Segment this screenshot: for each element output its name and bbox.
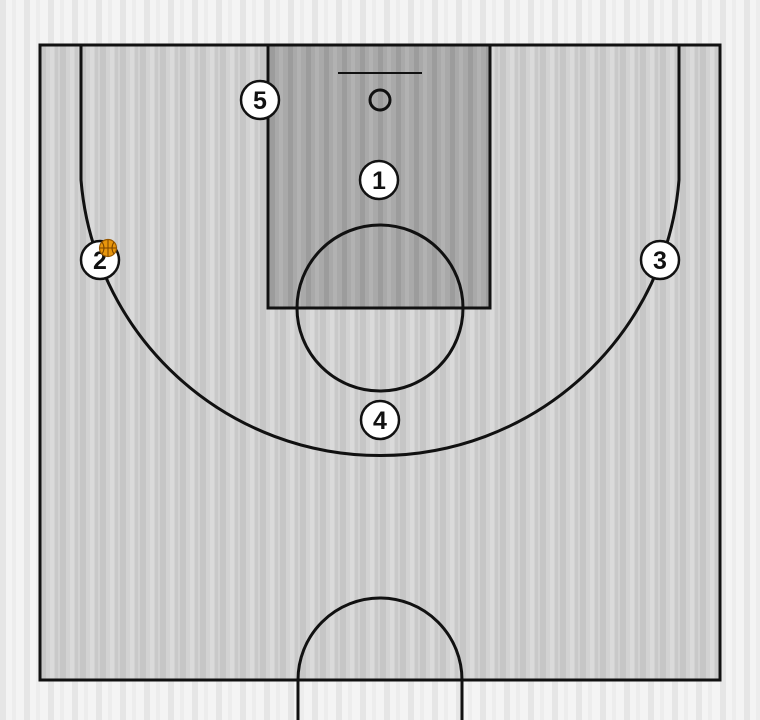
rim — [368, 88, 392, 112]
player-3-label: 3 — [653, 247, 667, 275]
center-circle — [296, 596, 464, 720]
free-throw-circle — [295, 223, 465, 393]
player-1-label: 1 — [372, 167, 386, 195]
basketball-icon — [98, 238, 118, 258]
court-lines — [38, 43, 722, 720]
player-5: 5 — [239, 79, 281, 121]
key-outline — [266, 43, 492, 310]
player-4: 4 — [359, 399, 401, 441]
three-point-line — [79, 45, 681, 458]
player-1: 1 — [358, 159, 400, 201]
player-5-label: 5 — [253, 87, 267, 115]
player-3: 3 — [639, 239, 681, 281]
player-4-label: 4 — [373, 407, 387, 435]
